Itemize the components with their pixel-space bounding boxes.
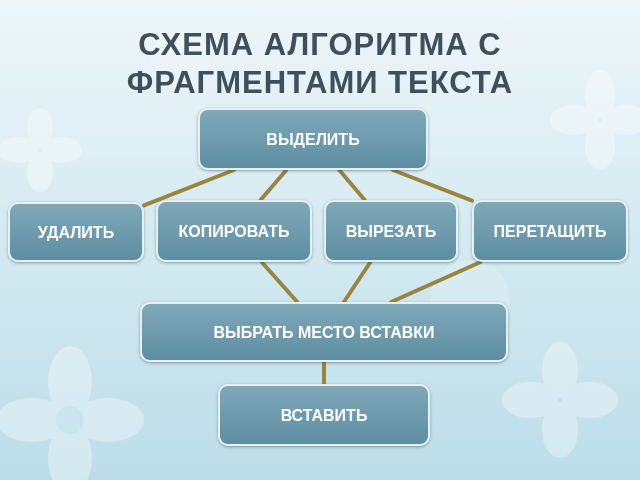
connector-line	[393, 170, 472, 201]
connector-line	[322, 362, 326, 384]
connector-line	[344, 262, 371, 302]
connector-line	[391, 262, 481, 302]
box-label: ВЫДЕЛИТЬ	[258, 130, 367, 149]
process-box: ПЕРЕТАЩИТЬ	[472, 200, 628, 262]
process-box: УДАЛИТЬ	[8, 202, 144, 262]
box-label: ВСТАВИТЬ	[273, 406, 376, 425]
box-label: ВЫБРАТЬ МЕСТО ВСТАВКИ	[205, 323, 442, 342]
box-label: ПЕРЕТАЩИТЬ	[486, 222, 615, 241]
slide-title: СХЕМА АЛГОРИТМА С ФРАГМЕНТАМИ ТЕКСТА	[60, 26, 580, 102]
box-label: ВЫРЕЗАТЬ	[338, 222, 445, 241]
box-label: КОПИРОВАТЬ	[171, 222, 298, 241]
connector-line	[339, 170, 364, 200]
process-box: ВЫБРАТЬ МЕСТО ВСТАВКИ	[140, 302, 508, 362]
process-box: ВЫРЕЗАТЬ	[324, 200, 458, 262]
connector-line	[262, 262, 298, 302]
box-label: УДАЛИТЬ	[30, 223, 122, 242]
process-box: ВЫДЕЛИТЬ	[198, 108, 428, 170]
connector-line	[261, 170, 287, 200]
process-box: ВСТАВИТЬ	[218, 384, 430, 446]
process-box: КОПИРОВАТЬ	[156, 200, 312, 262]
